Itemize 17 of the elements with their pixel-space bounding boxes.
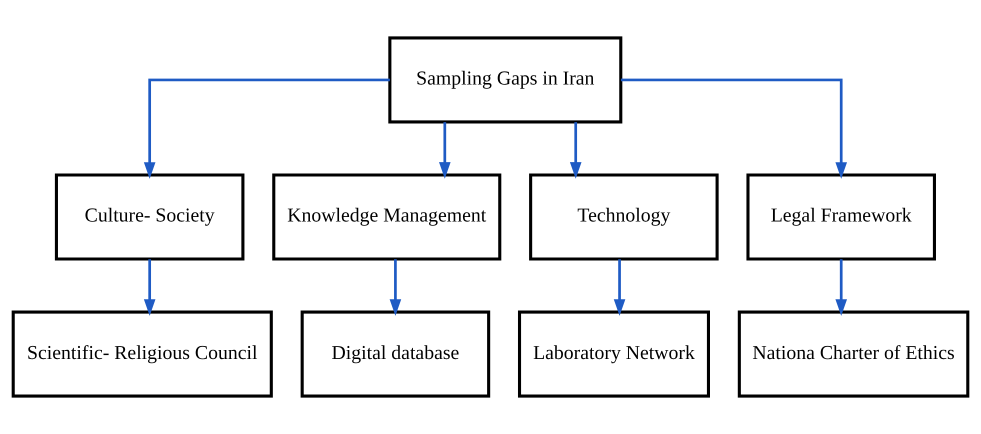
arrow [570, 122, 582, 179]
arrow [144, 259, 156, 316]
node-box: Nationa Charter of Ethics [738, 310, 970, 398]
node-box: Knowledge Management [272, 173, 502, 261]
arrow [614, 259, 626, 316]
node-box: Laboratory Network [518, 310, 710, 398]
arrow [390, 259, 402, 316]
node-box: Culture- Society [54, 173, 244, 261]
arrow [620, 78, 848, 179]
node-box: Scientific- Religious Council [12, 310, 273, 398]
node-box: Legal Framework [746, 173, 936, 261]
arrow [144, 78, 390, 179]
node-box: Digital database [300, 310, 490, 398]
arrow [835, 259, 848, 316]
node-box: Sampling Gaps in Iran [388, 36, 622, 124]
node-box: Technology [529, 173, 719, 261]
arrow [439, 122, 451, 179]
